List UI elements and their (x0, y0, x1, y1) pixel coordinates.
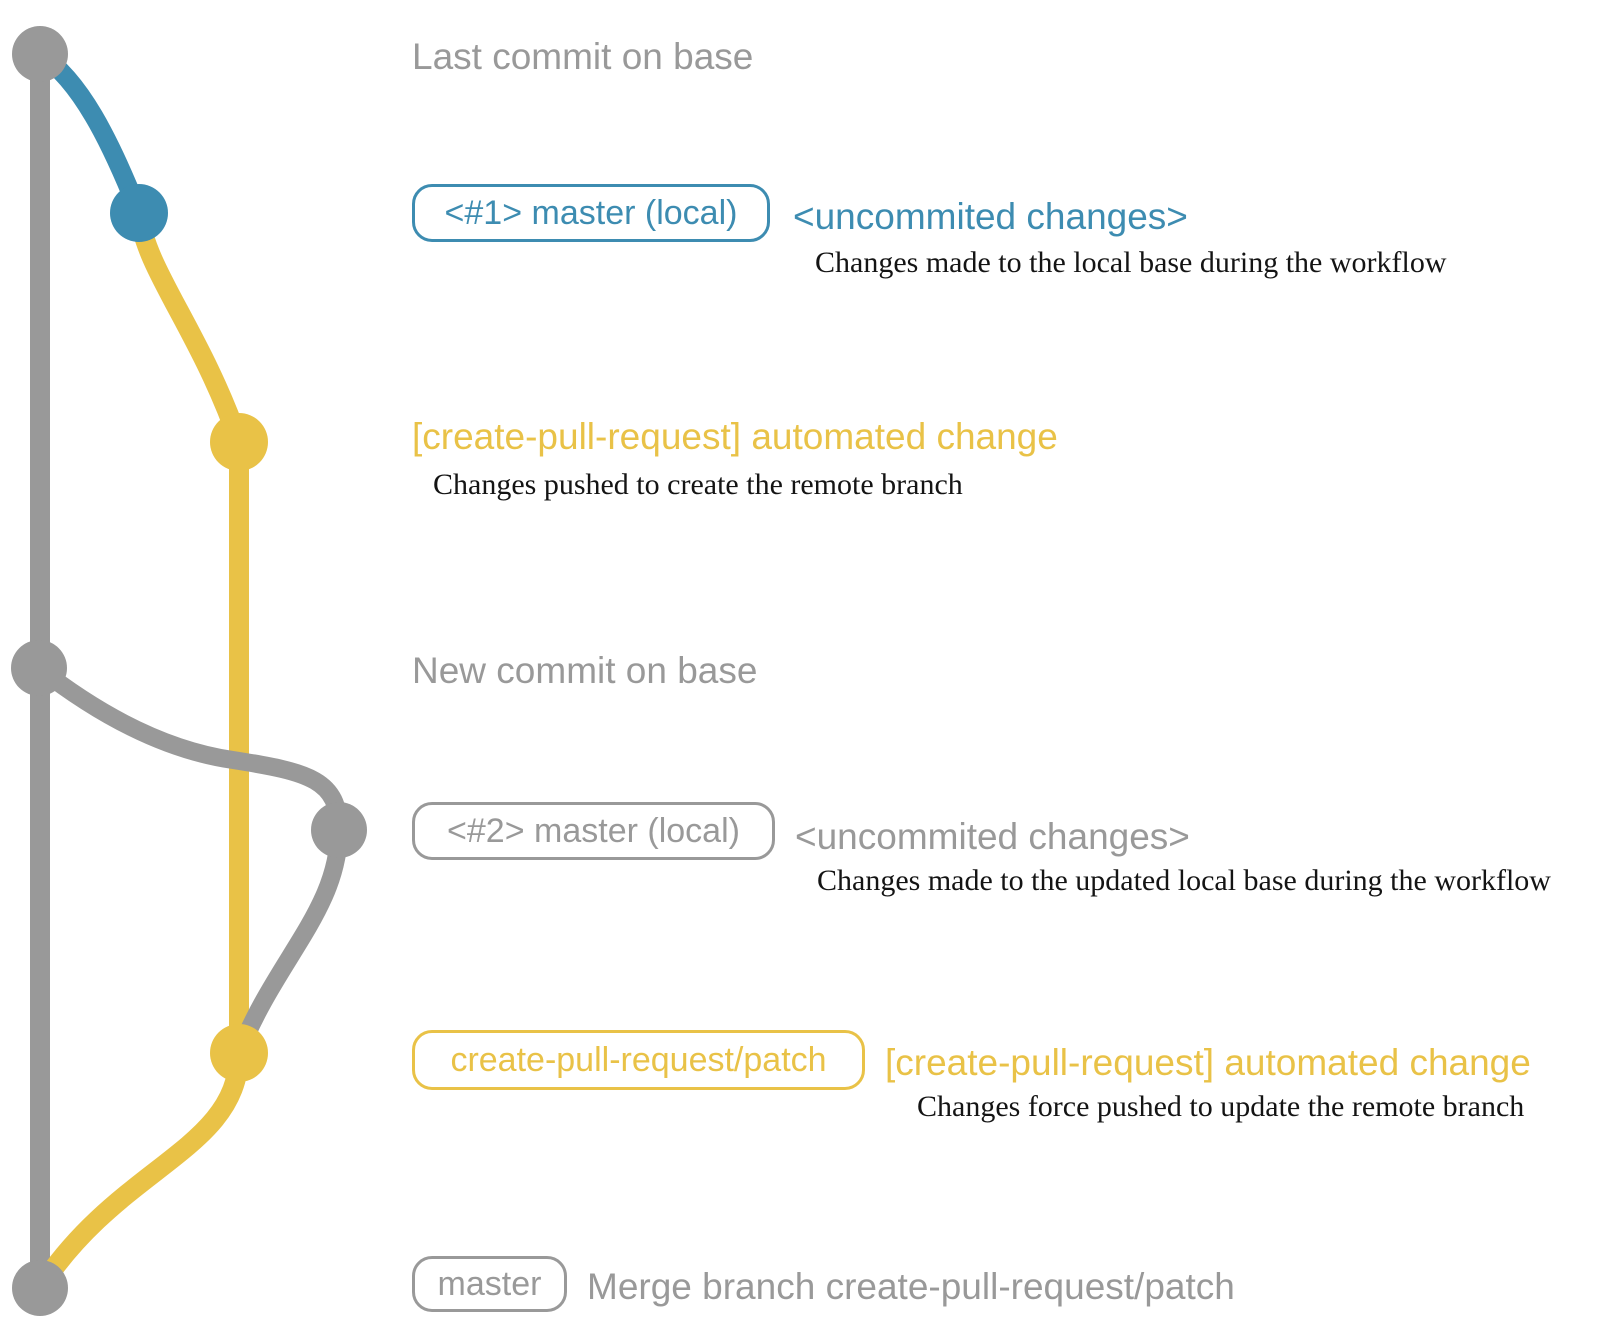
commit-dot-local-1 (110, 184, 168, 242)
uncommited-changes-note-1: <uncommited changes> (793, 196, 1188, 237)
commit-dot-remote-2 (210, 1024, 268, 1082)
branch-badge-master-local-2: <#2> master (local) (412, 802, 775, 860)
branch-badge-master-local-2-text: <#2> master (local) (447, 811, 740, 850)
new-commit-label: New commit on base (412, 650, 758, 691)
push-1-description: Changes pushed to create the remote bran… (433, 468, 963, 501)
branch-badge-patch-text: create-pull-request/patch (450, 1040, 827, 1079)
branch-badge-master-local-1-text: <#1> master (local) (444, 193, 738, 232)
last-commit-label: Last commit on base (412, 36, 754, 77)
commit-dot-new-base (11, 640, 67, 696)
commit-dot-remote-1 (210, 413, 268, 471)
automated-change-label-1: [create-pull-request] automated change (412, 416, 1058, 457)
commit-dot-last-base (12, 26, 68, 82)
local-1-description: Changes made to the local base during th… (815, 246, 1447, 279)
automated-change-label-2: [create-pull-request] automated change (885, 1042, 1531, 1083)
branch-badge-master-text: master (437, 1264, 542, 1303)
merge-commit-label: Merge branch create-pull-request/patch (587, 1266, 1235, 1307)
branch-badge-patch: create-pull-request/patch (412, 1030, 865, 1090)
uncommited-changes-note-2: <uncommited changes> (795, 816, 1190, 857)
commit-dot-merge (12, 1260, 68, 1316)
branch-badge-master: master (412, 1256, 567, 1312)
branch-badge-master-local-1: <#1> master (local) (412, 184, 770, 242)
local-2-description: Changes made to the updated local base d… (817, 864, 1551, 897)
push-2-description: Changes force pushed to update the remot… (917, 1090, 1525, 1123)
commit-dot-local-2 (311, 802, 367, 858)
local-branch-2-line (30, 659, 348, 1062)
